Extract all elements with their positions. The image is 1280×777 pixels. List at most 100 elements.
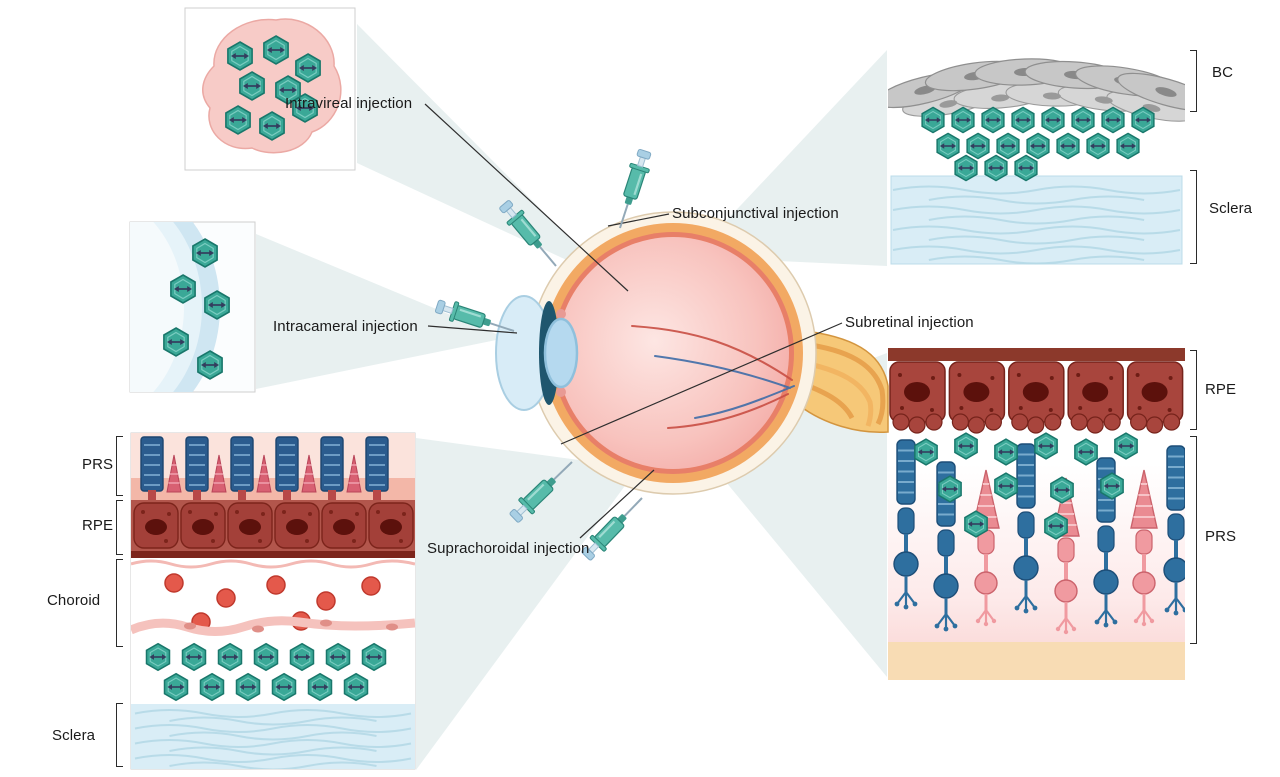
membrane-nucleus — [252, 625, 264, 633]
rpe-bracket-right — [1190, 350, 1197, 430]
prs-bracket-right — [1190, 436, 1197, 644]
inset-subretinal — [888, 348, 1185, 680]
subretinal-injection-label: Subretinal injection — [845, 314, 974, 331]
suprachoroidal-injection-label: Suprachoroidal injection — [427, 540, 590, 557]
sclera-label-bottom-left: Sclera — [52, 727, 96, 744]
nanoparticle-icon — [170, 274, 196, 304]
nanoparticle-icon — [951, 106, 975, 134]
choroid-bar — [888, 348, 1185, 361]
nanoparticle-icon — [1100, 472, 1124, 500]
nanoparticle-icon — [325, 642, 351, 672]
inset-suprachoroidal — [130, 432, 416, 770]
nanoparticle-icon — [964, 510, 988, 538]
subretinal-leader-line — [560, 322, 843, 445]
membrane-nucleus — [184, 622, 196, 630]
nanoparticle-icon — [271, 672, 297, 702]
nanoparticle-icon — [259, 111, 285, 141]
lens — [543, 317, 579, 389]
rpe-bracket-left — [116, 500, 123, 555]
nanoparticle-icon — [936, 132, 960, 160]
nanoparticle-icon — [227, 41, 253, 71]
rpe-label-bottom-right: RPE — [1205, 381, 1237, 398]
nanoparticle-icon — [289, 642, 315, 672]
suprachoroidal-leader-line — [579, 469, 655, 539]
inset-subconjunctival — [888, 45, 1185, 267]
cornea-lens — [495, 295, 579, 411]
membrane-nucleus — [386, 623, 398, 631]
nanoparticle-icon — [954, 154, 978, 182]
nanoparticle-icon — [307, 672, 333, 702]
rpe-cells — [889, 361, 1184, 434]
nanoparticle-icon — [914, 438, 938, 466]
nanoparticle-icon — [1101, 106, 1125, 134]
prs-label-bottom-left: PRS — [82, 456, 114, 473]
nanoparticle-icon — [1041, 106, 1065, 134]
prs-label-bottom-right: PRS — [1205, 528, 1237, 545]
nanoparticle-icon — [181, 642, 207, 672]
nanoparticle-icon — [197, 350, 223, 380]
sclera-fibers — [134, 709, 412, 769]
nanoparticle-icon — [295, 53, 321, 83]
nanoparticle-icon — [145, 642, 171, 672]
nanoparticle-icon — [984, 154, 1008, 182]
rpe-label-bottom-left: RPE — [82, 517, 114, 534]
ciliary-body — [556, 309, 566, 319]
vitreous-body — [557, 237, 789, 469]
nanoparticle-icon — [1044, 512, 1068, 540]
beam-subconjunctival — [692, 50, 887, 266]
nanoparticle-icon — [996, 132, 1020, 160]
beam-vitreous — [357, 24, 612, 281]
nanoparticle-icon — [204, 290, 230, 320]
subconjunctival-injection-label: Subconjunctival injection — [672, 205, 839, 222]
nanoparticle-icon — [192, 238, 218, 268]
nanoparticle-icon — [225, 105, 251, 135]
sclera-bracket-left — [116, 703, 123, 767]
eye-cross-section — [495, 211, 889, 495]
outer-limiting-band — [888, 642, 1185, 680]
nanoparticle-icon — [235, 672, 261, 702]
inset-vitreous — [184, 7, 356, 171]
nanoparticle-icon — [1011, 106, 1035, 134]
choroid-bracket-left — [116, 559, 123, 647]
inset-anterior-chamber — [129, 221, 256, 393]
subconjunctival-leader-line — [607, 213, 670, 227]
nanoparticle-icon — [981, 106, 1005, 134]
choroid-vessel-line — [131, 559, 415, 569]
intravitreal-leader-line — [424, 103, 629, 292]
nanoparticle-icon — [263, 35, 289, 65]
beam-anterior-chamber — [256, 234, 506, 389]
nanoparticle-icon — [1086, 132, 1110, 160]
nanoparticle-icon — [239, 71, 265, 101]
prs-bracket-left — [116, 436, 123, 496]
nanoparticle-icon — [1050, 476, 1074, 504]
nanoparticle-icon — [966, 132, 990, 160]
nanoparticle-icon — [1034, 432, 1058, 460]
nanoparticle-icon — [938, 475, 962, 503]
nanoparticle-icon — [921, 106, 945, 134]
nanoparticle-icon — [1026, 132, 1050, 160]
nanoparticle-icon — [994, 472, 1018, 500]
nanoparticle-icon — [1116, 132, 1140, 160]
bruchs-membrane-line — [131, 551, 415, 558]
membrane-nucleus — [320, 619, 332, 627]
sclera-bracket-right — [1190, 170, 1197, 264]
intravitreal-injection-label: Intravireal injection — [285, 95, 413, 112]
nanoparticle-icon — [217, 642, 243, 672]
nanoparticle-icon — [1071, 106, 1095, 134]
retinal-vessels — [631, 325, 795, 429]
nanoparticle-icon — [163, 672, 189, 702]
nanoparticle-icon — [343, 672, 369, 702]
nanoparticle-icon — [1074, 438, 1098, 466]
nanoparticle-icon — [1131, 106, 1155, 134]
nanoparticle-icon — [361, 642, 387, 672]
anterior-chamber-curve — [130, 222, 220, 392]
bc-bracket-right — [1190, 50, 1197, 112]
nanoparticle-icon — [253, 642, 279, 672]
bc-label: BC — [1212, 64, 1234, 81]
nanoparticle-icon — [954, 432, 978, 460]
nanoparticle-icon — [994, 438, 1018, 466]
sclera-fibers — [892, 185, 1181, 265]
suprachoroidal-membrane — [131, 616, 415, 636]
